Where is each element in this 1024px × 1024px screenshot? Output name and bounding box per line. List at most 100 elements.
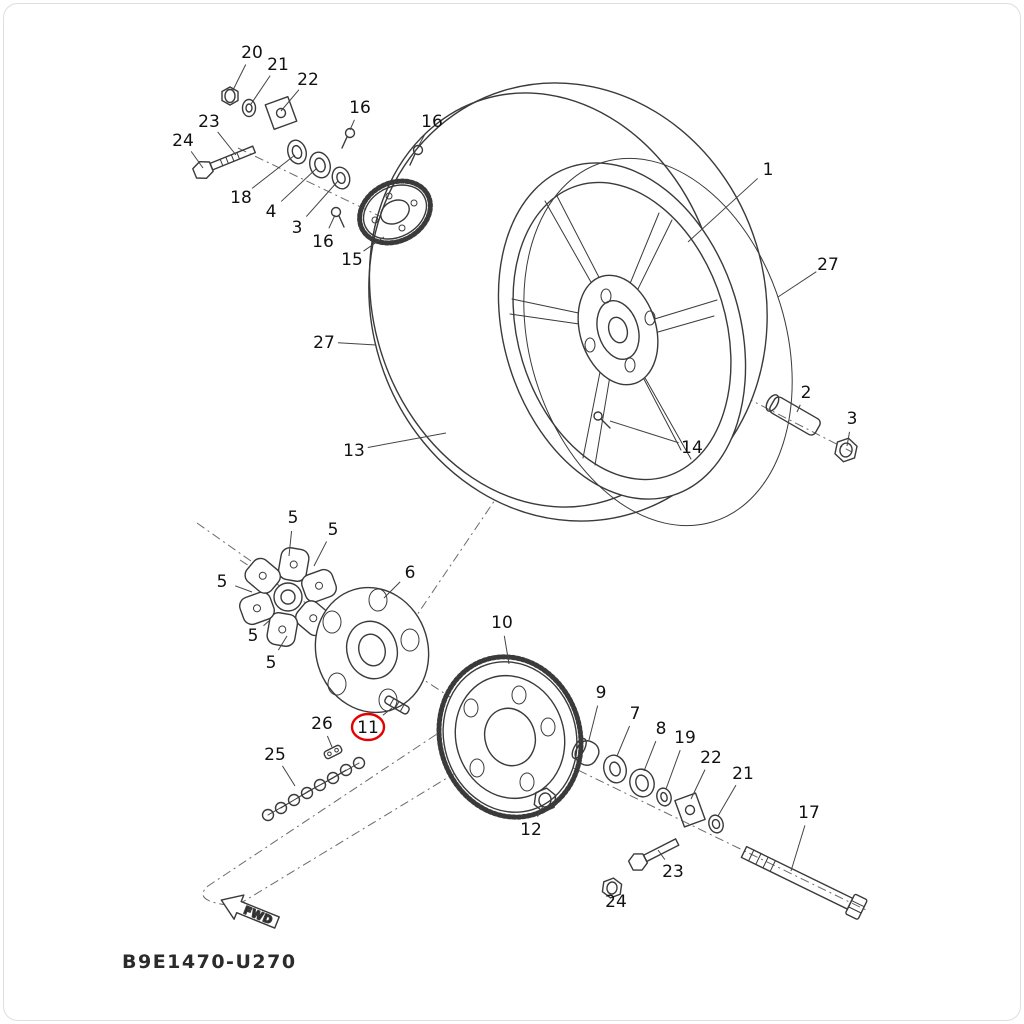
leader-line-19-33	[665, 749, 681, 790]
screw-16-a	[341, 127, 356, 149]
callout-16-10: 16	[312, 232, 334, 252]
seal-8	[629, 768, 655, 798]
callout-5-20: 5	[328, 520, 339, 540]
washer-21-right	[708, 814, 724, 834]
callout-1-12: 1	[763, 160, 774, 180]
plate-22-top	[264, 95, 298, 131]
leader-line-12-29	[537, 805, 544, 817]
rear-hub-assembly	[239, 547, 868, 920]
callout-22-34: 22	[700, 748, 722, 768]
callout-25-28: 25	[264, 745, 286, 765]
leader-line-22-2	[280, 89, 300, 112]
callout-26-27: 26	[311, 714, 333, 734]
leader-line-17-36	[790, 825, 806, 872]
axle-right-parts	[765, 394, 858, 463]
callout-16-5: 16	[349, 98, 371, 118]
washer-19	[656, 787, 672, 807]
bolt-23-24-top	[192, 145, 257, 180]
leader-line-5-19	[288, 530, 293, 557]
leader-line-16-6	[417, 133, 426, 148]
callout-20-0: 20	[241, 43, 263, 63]
leader-line-16-5	[349, 119, 355, 131]
rim-band-27	[523, 157, 793, 527]
callout-15-11: 15	[341, 250, 363, 270]
callout-17-36: 17	[798, 803, 820, 823]
callout-4-8: 4	[266, 202, 277, 222]
chain-puller-parts	[192, 86, 433, 246]
screw-16-c	[330, 206, 345, 228]
callout-3-18: 3	[847, 409, 858, 429]
sprocket-10	[436, 654, 584, 820]
leader-line-14-16	[609, 420, 679, 444]
leader-line-8-32	[643, 740, 657, 772]
callout-24-4: 24	[172, 131, 194, 151]
callout-19-33: 19	[674, 728, 696, 748]
nut-12	[533, 787, 557, 813]
leader-line-21-35	[717, 784, 737, 817]
leader-line-5-20	[313, 541, 328, 567]
leader-line-5-22	[263, 619, 271, 627]
valve-stem-14	[593, 411, 611, 429]
leader-line-24-4	[190, 151, 204, 169]
callout-5-21: 5	[217, 572, 228, 592]
sensor-rotor-15	[357, 178, 433, 246]
leader-line-27-14	[337, 342, 377, 346]
leader-line-5-21	[234, 585, 253, 593]
callout-9-30: 9	[596, 683, 607, 703]
washer-21-top	[241, 98, 257, 118]
callout-10-25: 10	[491, 613, 513, 633]
callout-27-14: 27	[313, 333, 335, 353]
callout-27-13: 27	[817, 255, 839, 275]
leader-line-18-7	[251, 154, 296, 189]
nut-20	[221, 86, 239, 106]
callout-23-37: 23	[662, 862, 684, 882]
callout-8-32: 8	[656, 719, 667, 739]
collar-18	[287, 139, 307, 165]
plate-22-right	[674, 792, 706, 828]
leader-line-1-12	[687, 178, 758, 243]
leader-line-27-13	[777, 271, 817, 298]
callout-3-9: 3	[292, 218, 303, 238]
seal-3-top	[331, 166, 351, 190]
callout-12-29: 12	[520, 820, 542, 840]
collar-9	[571, 737, 600, 766]
leader-line-23-3	[217, 131, 237, 156]
leader-line-13-15	[367, 432, 447, 448]
bolt-23-bottom	[627, 838, 680, 871]
leader-line-6-24	[383, 581, 401, 599]
callout-11-26: 11	[357, 718, 379, 738]
callout-18-7: 18	[230, 188, 252, 208]
spacer-7	[603, 754, 627, 784]
callout-6-24: 6	[405, 563, 416, 583]
callout-2-17: 2	[801, 383, 812, 403]
callout-24-38: 24	[605, 892, 627, 912]
callout-13-15: 13	[343, 441, 365, 461]
nut-24-bottom	[601, 877, 623, 899]
leader-line-15-11	[363, 236, 385, 252]
fwd-arrow-shape	[220, 894, 280, 929]
callout-7-31: 7	[630, 704, 641, 724]
callout-21-1: 21	[267, 55, 289, 75]
leader-line-23-37	[657, 849, 666, 860]
bearing-4	[309, 151, 331, 179]
chain-25	[261, 756, 366, 822]
rim-inner	[512, 181, 732, 481]
rear-wheel	[368, 82, 793, 527]
callout-22-2: 22	[297, 70, 319, 90]
spacer-2	[765, 394, 821, 436]
leader-line-2-17	[796, 404, 801, 413]
diagram-code: B9E1470-U270	[122, 951, 297, 973]
leader-line-16-10	[328, 214, 336, 229]
leader-line-11-26	[382, 707, 393, 716]
leader-line-26-27	[326, 735, 333, 748]
leader-line-10-25	[503, 635, 510, 665]
leader-line-9-30	[588, 705, 599, 741]
leader-line-4-8	[280, 167, 318, 202]
leader-line-7-31	[616, 725, 631, 757]
callout-5-22: 5	[248, 626, 259, 646]
stud-11	[384, 695, 410, 715]
leader-line-20-0	[232, 64, 247, 91]
